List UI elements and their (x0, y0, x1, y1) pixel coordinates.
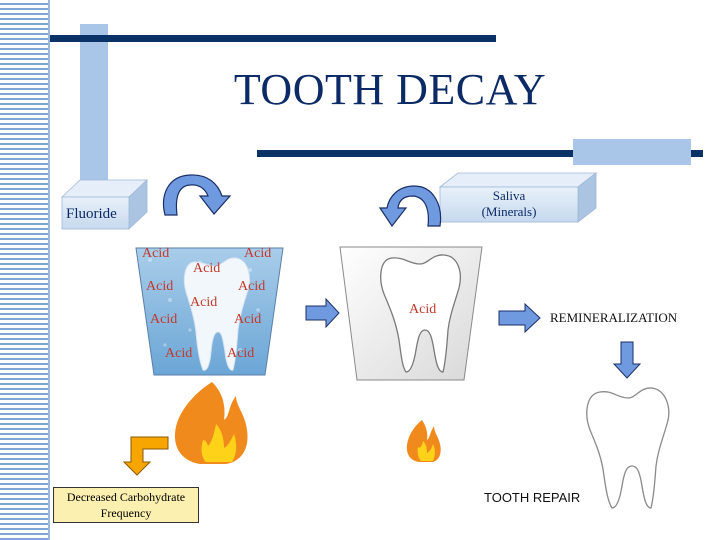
acid-label: Acid (244, 246, 272, 261)
flame-icon (174, 382, 248, 464)
acid-label: Acid (150, 312, 178, 327)
bent-arrow-icon (122, 436, 169, 476)
acid-label: Acid (227, 346, 255, 361)
saliva-label: Saliva (Minerals) (440, 188, 578, 220)
saliva-box (438, 172, 598, 223)
header-accent-right (573, 139, 691, 165)
curved-arrow-icon (163, 174, 232, 216)
acid-label: Acid (238, 279, 266, 294)
acid-label: Acid (142, 246, 170, 261)
acid-label: Acid (234, 312, 262, 327)
acid-label: Acid (409, 302, 437, 317)
fluoride-box (60, 179, 149, 230)
right-arrow-icon (498, 302, 541, 334)
header-bar-top (50, 35, 496, 42)
acid-label: Acid (165, 346, 193, 361)
decreased-note-line1: Decreased Carbohydrate (66, 490, 186, 504)
down-arrow-icon (612, 341, 642, 379)
left-decorative-strip (0, 0, 50, 540)
tooth-icon (183, 257, 250, 371)
acid-label: Acid (190, 295, 218, 310)
tooth-icon (586, 387, 670, 509)
saliva-label-line1: Saliva (492, 188, 526, 203)
flame-icon (406, 420, 441, 462)
tooth-repair-label: TOOTH REPAIR (484, 490, 581, 505)
saliva-label-line2: (Minerals) (481, 204, 537, 219)
acid-label: Acid (193, 261, 221, 276)
tooth-icon (380, 254, 461, 373)
decreased-note-line2: Frequency (100, 506, 152, 520)
header-bar-bottom (257, 150, 703, 157)
page-title: TOOTH DECAY (233, 65, 547, 114)
acid-label: Acid (146, 279, 174, 294)
decreased-carbohydrate-note: Decreased Carbohydrate Frequency (53, 487, 199, 523)
remineralization-label: REMINERALIZATION (550, 310, 678, 325)
curved-arrow-icon (378, 185, 442, 228)
fluoride-label: Fluoride (66, 206, 117, 222)
right-arrow-icon (305, 297, 340, 329)
